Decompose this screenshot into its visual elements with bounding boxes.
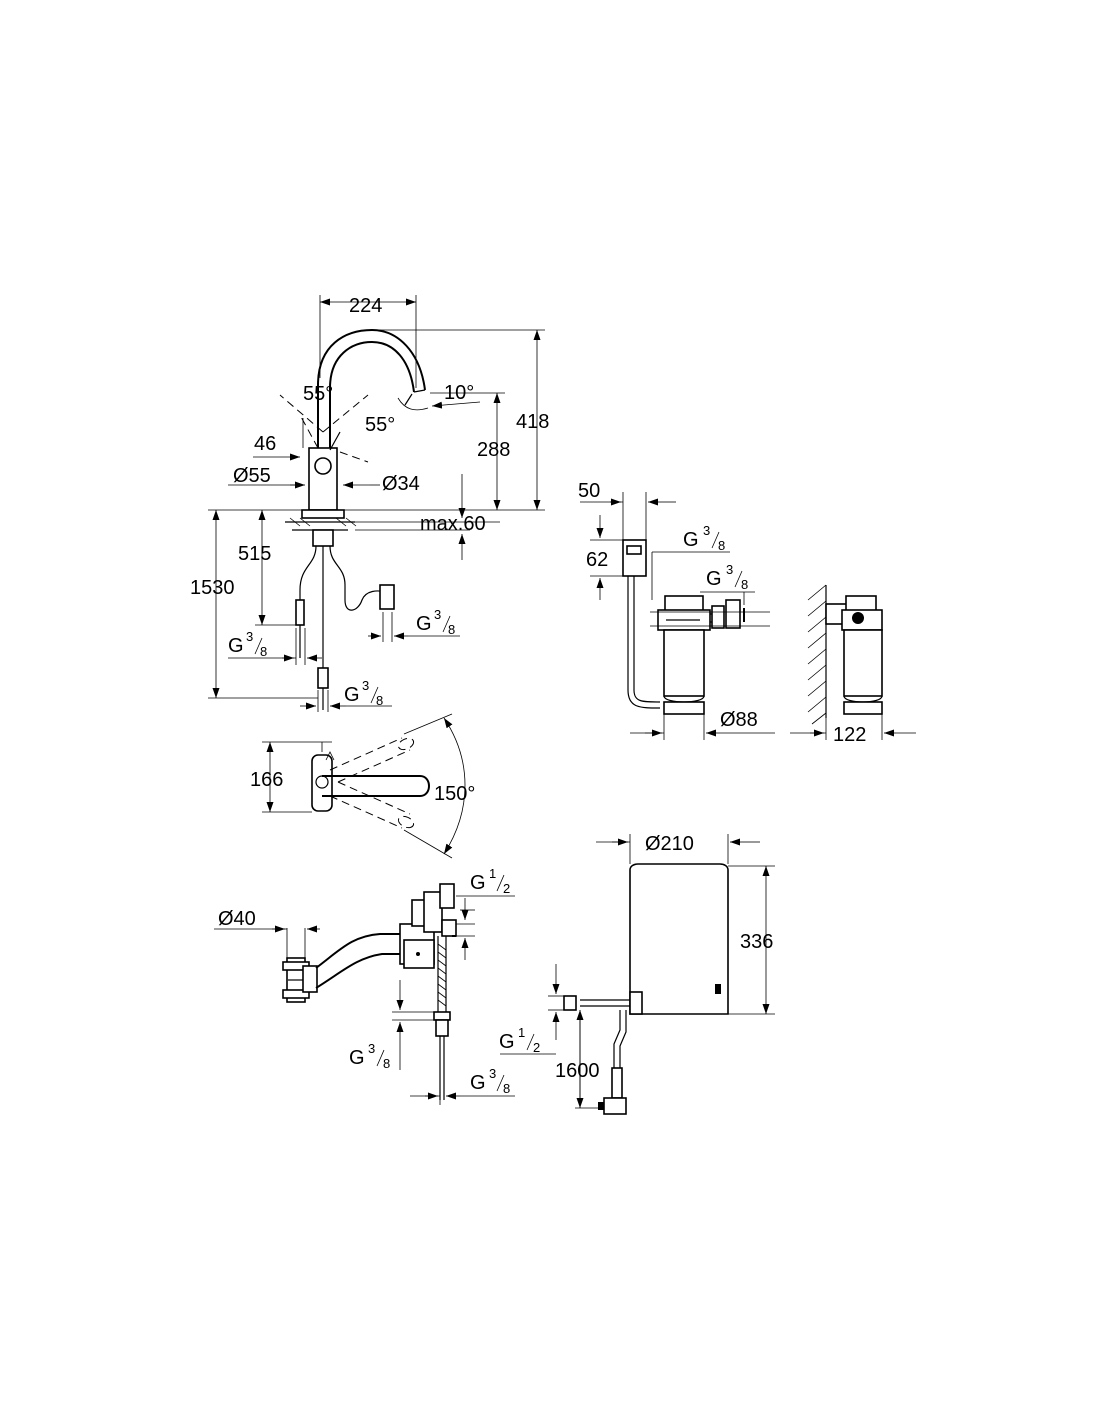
filter-diameter: Ø88 xyxy=(720,709,758,731)
thread-denominator: 8 xyxy=(260,644,267,659)
wall-distance: 122 xyxy=(833,724,866,746)
thread-denominator: 8 xyxy=(741,577,748,592)
thread-numerator: 1 xyxy=(489,866,496,881)
thread-numerator: 3 xyxy=(246,629,253,644)
thread-denominator: 2 xyxy=(533,1040,540,1055)
spout-angle: 10° xyxy=(444,382,474,404)
thread-denominator: 2 xyxy=(503,881,510,896)
thread-numerator: 3 xyxy=(703,523,710,538)
hole-diameter: Ø34 xyxy=(382,473,420,495)
thread-g: G xyxy=(470,1072,486,1094)
swivel-angle: 150° xyxy=(434,783,475,805)
thread-g: G xyxy=(706,568,722,590)
faucet-top-view xyxy=(262,713,466,859)
lever-offset: 46 xyxy=(254,433,276,455)
boiler-dimensions xyxy=(500,834,775,1109)
filter-dimensions xyxy=(580,492,775,740)
outlet-height: 288 xyxy=(477,439,510,461)
valve-dimensions xyxy=(214,895,515,1105)
below-deck-length: 515 xyxy=(238,543,271,565)
thread-g: G xyxy=(499,1031,515,1053)
thread-denominator: 8 xyxy=(718,538,725,553)
filter-wall-view xyxy=(790,584,916,740)
valve-assembly xyxy=(282,883,457,1100)
total-height: 418 xyxy=(516,411,549,433)
thread-label-faucet-right: G 3 8 xyxy=(416,607,455,637)
thread-g: G xyxy=(470,872,486,894)
thread-g: G xyxy=(344,684,360,706)
thread-numerator: 3 xyxy=(726,562,733,577)
thread-g: G xyxy=(683,529,699,551)
thread-numerator: 3 xyxy=(489,1066,496,1081)
boiler-height: 336 xyxy=(740,931,773,953)
thread-label-faucet-bottom: G 3 8 xyxy=(344,678,383,708)
thread-numerator: 3 xyxy=(368,1041,375,1056)
cable-length: 1600 xyxy=(555,1060,600,1082)
base-diameter: Ø55 xyxy=(233,465,271,487)
filter-unit xyxy=(622,539,745,715)
valve-tee-diameter: Ø40 xyxy=(218,908,256,930)
filter-head-width: 50 xyxy=(578,480,600,502)
thread-g: G xyxy=(349,1047,365,1069)
thread-denominator: 8 xyxy=(503,1081,510,1096)
thread-label-boiler: G 1 2 xyxy=(499,1025,540,1055)
filter-head-height: 62 xyxy=(586,549,608,571)
top-view-depth: 166 xyxy=(250,769,283,791)
thread-numerator: 3 xyxy=(434,607,441,622)
reach-dimension: 224 xyxy=(349,295,382,317)
hose-length: 1530 xyxy=(190,577,235,599)
thread-g: G xyxy=(228,635,244,657)
lever-angle-left: 55° xyxy=(303,383,333,405)
boiler-unit xyxy=(563,863,729,1115)
thread-denominator: 8 xyxy=(383,1056,390,1071)
thread-numerator: 3 xyxy=(362,678,369,693)
thread-label-valve-mid: G 3 8 xyxy=(349,1041,390,1071)
boiler-diameter: Ø210 xyxy=(645,833,694,855)
thread-denominator: 8 xyxy=(376,693,383,708)
thread-label-faucet-left: G 3 8 xyxy=(228,629,267,659)
thread-label-valve-bottom: G 3 8 xyxy=(470,1066,510,1096)
faucet-side-view xyxy=(279,328,426,710)
thread-g: G xyxy=(416,613,432,635)
thread-denominator: 8 xyxy=(448,622,455,637)
thread-label-valve-top: G 1 2 xyxy=(470,866,510,896)
deck-thickness: max.60 xyxy=(420,513,486,535)
thread-numerator: 1 xyxy=(518,1025,525,1040)
thread-label-filter-in: G 3 8 xyxy=(683,523,725,553)
lever-angle-right: 55° xyxy=(365,414,395,436)
thread-label-filter-out: G 3 8 xyxy=(706,562,748,592)
faucet-dimensions xyxy=(208,295,545,712)
